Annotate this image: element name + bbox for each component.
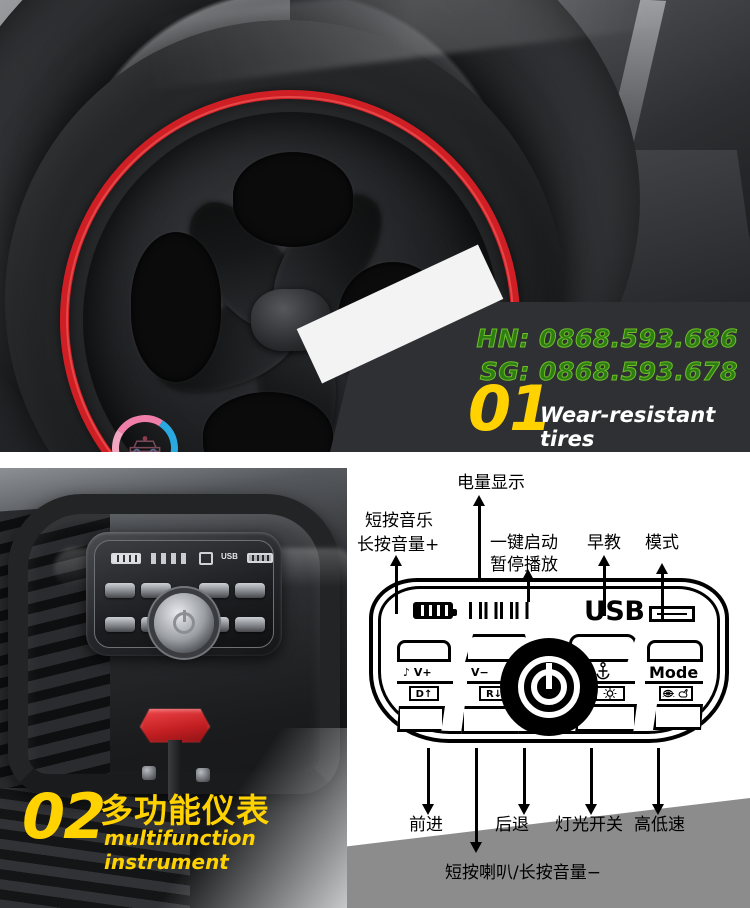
label-speed: 高低速	[634, 815, 685, 835]
arrow-early-edu	[599, 555, 610, 616]
photo-display-icon	[199, 552, 213, 565]
led-bar-icon	[469, 602, 531, 619]
label-forward: 前进	[409, 815, 443, 835]
arrow-horn	[471, 798, 482, 853]
arrow-start	[523, 569, 534, 618]
grey-wedge	[347, 798, 750, 908]
forward-icon: D↑	[409, 686, 439, 701]
photo-led-bar-icon	[151, 553, 191, 564]
section-number-01: 01	[468, 372, 552, 445]
photo-button-5[interactable]	[199, 583, 229, 598]
photo-usb-label: USB	[221, 552, 238, 561]
turtle-rabbit-icon	[659, 686, 693, 701]
light-icon	[595, 686, 625, 701]
section-divider	[0, 452, 750, 468]
volume-down-icon: V−	[471, 666, 489, 679]
photo-button-2[interactable]	[141, 583, 171, 598]
label-light-switch: 灯光开关	[555, 815, 623, 835]
label-music-line2: 长按音量+	[357, 535, 440, 555]
arrow-forward	[423, 748, 434, 815]
toy-car-icon	[129, 436, 161, 452]
phone-hn: HN: 0868.593.686	[476, 324, 738, 353]
label-early-education: 早教	[587, 533, 621, 553]
brand-logo	[105, 408, 185, 452]
label-horn-volume: 短按喇叭/长按音量−	[445, 863, 601, 883]
photo-button-1[interactable]	[105, 583, 135, 598]
section-02-instrument: USB 0	[0, 468, 750, 908]
photo-fade-overlay	[150, 728, 347, 908]
photo-button-3[interactable]	[105, 617, 135, 632]
label-mode: 模式	[645, 533, 679, 553]
arrow-battery	[474, 495, 485, 579]
label-start-line1: 一键启动	[490, 533, 558, 553]
button-mode[interactable]	[647, 640, 703, 662]
photo-button-8[interactable]	[235, 617, 265, 632]
photo-usb-port-icon	[247, 553, 273, 563]
photo-button-6[interactable]	[235, 583, 265, 598]
section-caption-02-en: multifunction instrument	[104, 826, 256, 874]
battery-icon	[413, 602, 457, 619]
arrow-reverse	[519, 748, 530, 815]
control-panel-diagram: 电量显示 短按音乐 长按音量+ 一键启动 暂停播放 早教 模式 USB	[347, 468, 750, 908]
label-music-line1: 短按音乐	[365, 511, 433, 531]
arrow-speed	[653, 748, 664, 815]
section-caption-02-cn: 多功能仪表	[100, 791, 270, 830]
section-01-tires: HN: 0868.593.686 SG: 0868.593.678 01 Wea…	[0, 0, 750, 452]
panel-lineart: USB ♪ V+ V− Mode	[369, 578, 729, 743]
button-music-volume-up[interactable]	[397, 640, 451, 662]
button-speed[interactable]	[653, 704, 703, 730]
section-number-02: 02	[22, 780, 106, 853]
panel-outline-outer	[369, 578, 729, 743]
section-caption-01: Wear-resistant tires	[540, 403, 716, 451]
button-forward[interactable]	[397, 706, 445, 732]
anchor-icon	[596, 662, 610, 680]
photo-power-knob[interactable]	[154, 593, 214, 653]
dashboard-panel: USB	[94, 540, 274, 653]
photo-power-icon	[173, 610, 195, 634]
mode-icon-label: Mode	[649, 663, 699, 682]
label-reverse: 后退	[495, 815, 529, 835]
phone-sg: SG: 0868.593.678	[479, 357, 738, 386]
arrow-horn-stem	[475, 748, 478, 844]
dashboard-bezel: USB	[86, 532, 282, 656]
label-start-line2: 暂停播放	[490, 555, 558, 575]
power-button-icon[interactable]	[500, 638, 598, 736]
usb-label: USB	[584, 596, 645, 627]
arrow-light	[586, 748, 597, 815]
photo-battery-icon	[111, 553, 141, 564]
instrument-photo: USB 0	[0, 468, 347, 908]
label-battery-display: 电量显示	[457, 473, 525, 493]
music-volume-up-icon: ♪ V+	[403, 666, 432, 679]
usb-port-icon	[649, 606, 695, 622]
